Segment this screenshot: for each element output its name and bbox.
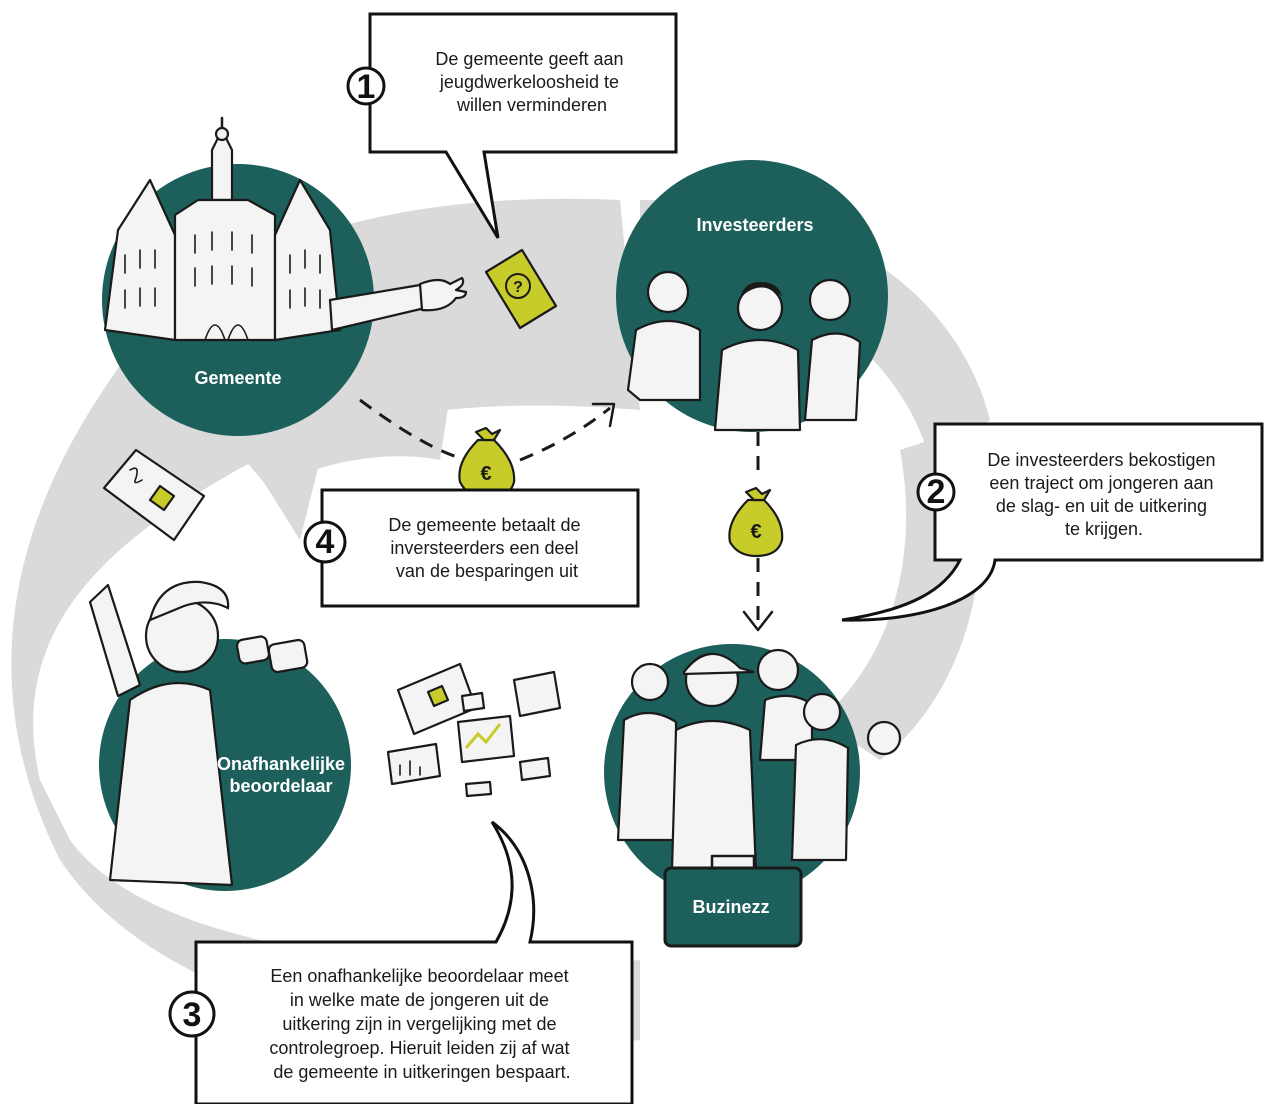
step-4-text: De gemeente betaalt de inversteerders ee… — [388, 515, 585, 581]
flow-arrowhead — [591, 402, 616, 428]
reaching-arm-icon — [328, 276, 468, 332]
step-4-number-circle — [303, 520, 347, 564]
callout-step-4: 4 De gemeente betaalt de inversteerders … — [303, 488, 640, 608]
investeerders-label: Investeerders — [696, 215, 813, 235]
euro-money-bag-icon: € — [728, 486, 784, 558]
step-2-text: De investeerders bekostigen een traject … — [987, 450, 1220, 539]
gemeente-label: Gemeente — [194, 368, 281, 388]
flow-gemeente-to-investeerders — [359, 398, 616, 462]
node-beoordelaar: Onafhankelijke beoordelaar — [88, 580, 351, 891]
svg-text:?: ? — [513, 279, 523, 296]
youth-group-icon — [616, 648, 902, 872]
step-1-text: De gemeente geeft aan jeugdwerkeloosheid… — [435, 49, 628, 115]
euro-money-bag-icon: € — [458, 426, 516, 500]
beoordelaar-label-line1: Onafhankelijke — [217, 754, 345, 774]
callout-step-3: 3 Een onafhankelijke beoordelaar meet in… — [168, 820, 634, 1106]
step-3-text: Een onafhankelijke beoordelaar meet in w… — [269, 966, 574, 1082]
beoordelaar-label-line2: beoordelaar — [229, 776, 332, 796]
step-4-number: 4 — [316, 523, 335, 561]
svg-text:€: € — [480, 463, 491, 485]
callout-step-2: 2 De investeerders bekostigen een trajec… — [841, 422, 1264, 622]
report-card-icon — [102, 448, 206, 542]
callout-step-1: 1 De gemeente geeft aan jeugdwerkelooshe… — [346, 12, 678, 239]
step-2-number-circle — [916, 472, 956, 512]
flow-investeerders-to-buzinezz — [742, 432, 774, 632]
buzinezz-label: Buzinezz — [692, 897, 769, 917]
question-contract-icon: ? — [484, 248, 558, 330]
suitcase-icon — [663, 854, 803, 948]
cycle-arrow-head — [250, 420, 330, 540]
step-1-number-circle — [346, 66, 386, 106]
town-hall-icon — [103, 116, 342, 342]
svg-text:€: € — [750, 521, 761, 543]
investors-people-icon — [626, 270, 862, 432]
step-2-number: 2 — [927, 473, 946, 511]
scattered-documents-icon — [386, 662, 562, 798]
step-3-number-circle — [168, 990, 216, 1038]
node-gemeente: Gemeente — [102, 116, 468, 436]
flow-arrowhead — [742, 610, 774, 632]
node-buzinezz: Buzinezz — [604, 644, 902, 948]
node-investeerders: Investeerders — [616, 160, 888, 432]
step-1-number: 1 — [357, 68, 376, 106]
observer-with-binoculars-icon — [88, 580, 309, 887]
step-3-number: 3 — [183, 996, 202, 1034]
